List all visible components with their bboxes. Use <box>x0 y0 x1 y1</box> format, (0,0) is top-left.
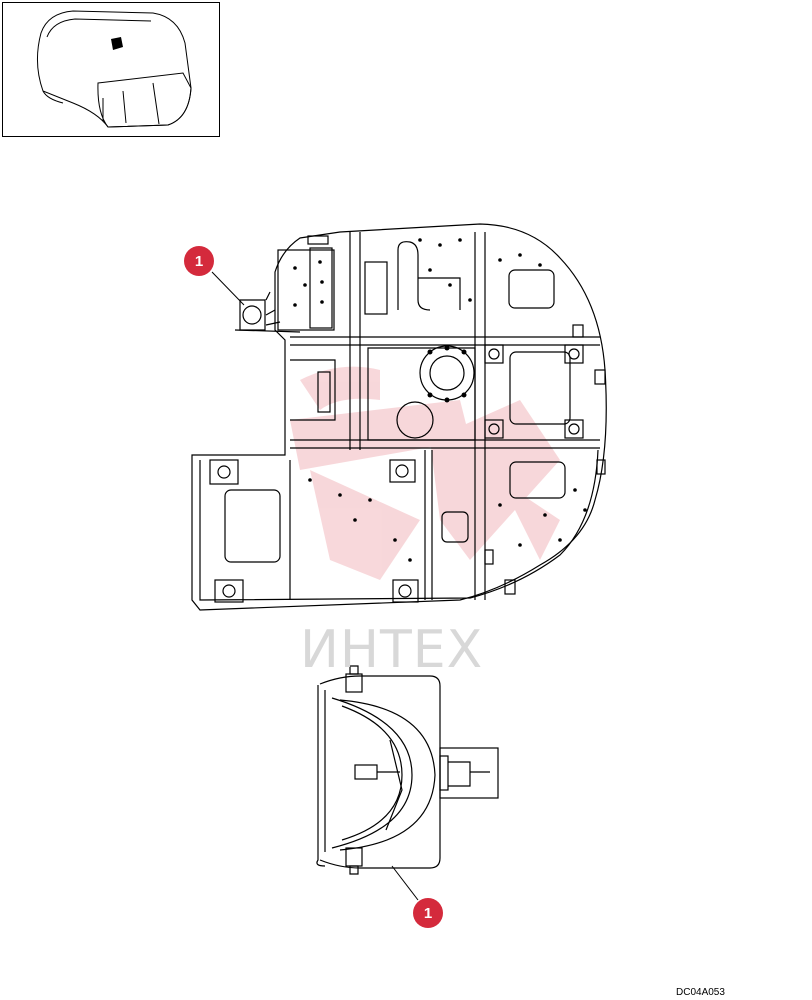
leader-line-frame <box>211 271 245 306</box>
bolt-holes <box>293 238 587 562</box>
work-light-detail <box>316 665 499 875</box>
machine-overview-thumbnail <box>37 10 192 128</box>
overview-thumbnail-frame <box>2 2 220 137</box>
watermark-text: ИНТЕХ <box>300 620 484 680</box>
callout-1-detail: 1 <box>413 898 443 928</box>
leader-line-detail <box>391 865 419 901</box>
upper-frame-drawing <box>191 223 607 611</box>
callout-1-frame: 1 <box>184 246 214 276</box>
drawing-code: DC04A053 <box>676 987 725 998</box>
